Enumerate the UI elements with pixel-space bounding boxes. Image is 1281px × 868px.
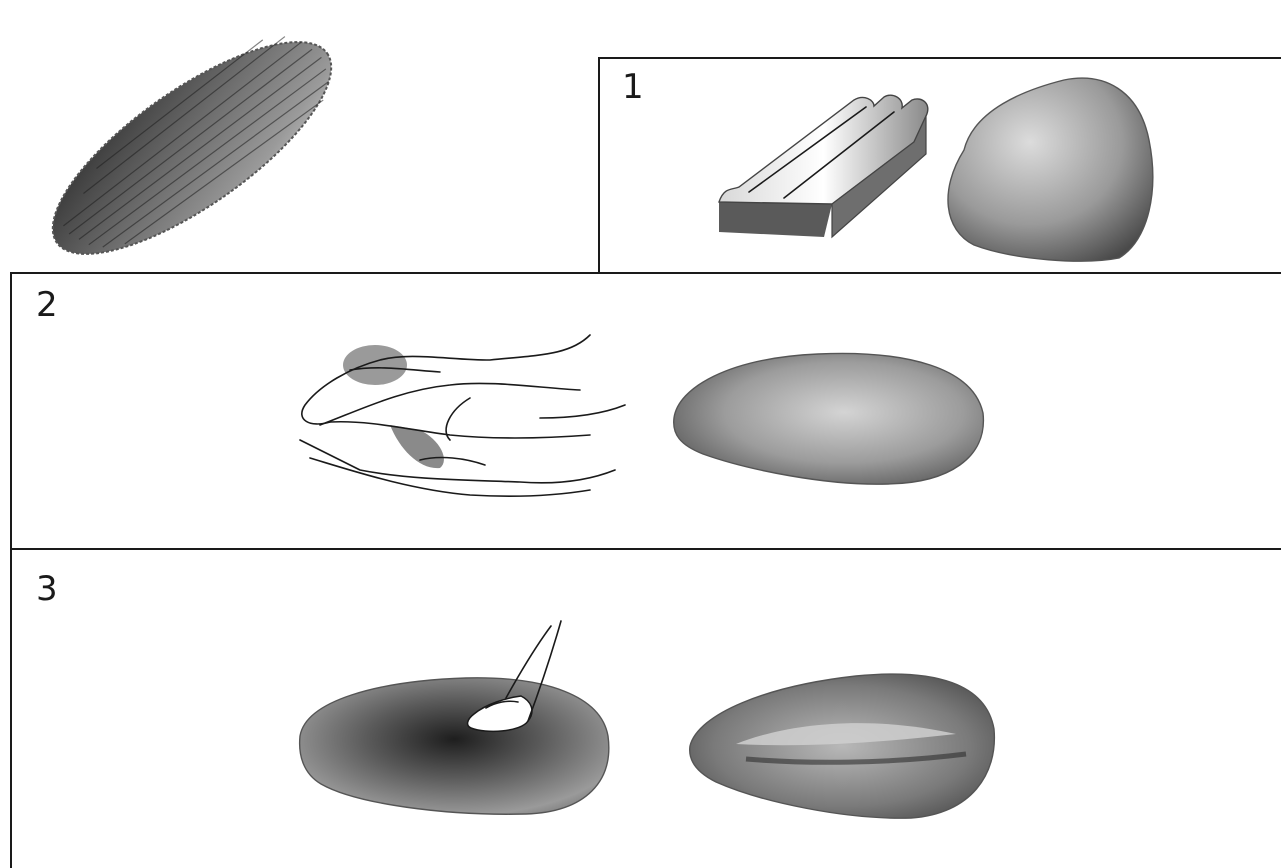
step-3-number: 3 xyxy=(36,572,58,606)
finished-textured-clay-oval-icon xyxy=(20,20,360,260)
step-1-number: 1 xyxy=(622,70,644,104)
thumb-pressing-clay-icon xyxy=(296,616,616,826)
grooved-clay-shape-icon xyxy=(686,664,998,824)
step-3-panel xyxy=(10,548,1281,868)
clay-lump-icon xyxy=(934,70,1164,265)
step-2-panel xyxy=(10,272,1281,551)
step-2-number: 2 xyxy=(36,288,58,322)
clay-egg-shape-icon xyxy=(668,348,988,488)
hands-rolling-clay-icon xyxy=(290,330,640,505)
clay-coil-icon xyxy=(714,92,934,242)
